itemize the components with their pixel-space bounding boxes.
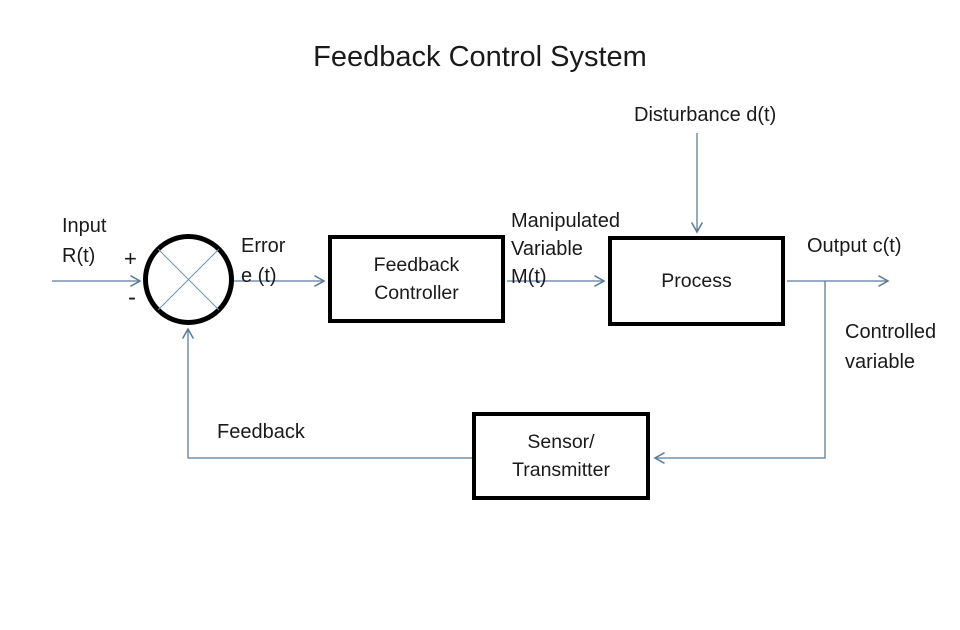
input-label-line1: Input bbox=[62, 215, 107, 237]
error-label: Error e (t) bbox=[241, 231, 285, 291]
manipulated-label-line2: Variable bbox=[511, 238, 583, 260]
disturbance-label: Disturbance d(t) bbox=[634, 104, 777, 126]
manipulated-variable-label: Manipulated Variable M(t) bbox=[511, 207, 620, 291]
output-label: Output c(t) bbox=[807, 235, 902, 257]
manipulated-label-line3: M(t) bbox=[511, 266, 547, 288]
process-block: Process bbox=[608, 236, 785, 326]
summing-junction bbox=[143, 234, 234, 325]
controlled-label-line2: variable bbox=[845, 351, 916, 373]
sensor-transmitter-block: Sensor/ Transmitter bbox=[472, 412, 650, 500]
feedback-controller-block: Feedback Controller bbox=[328, 235, 505, 323]
diagram-title: Feedback Control System bbox=[313, 41, 647, 73]
error-label-line2: e (t) bbox=[241, 265, 277, 287]
feedback-controller-label-line1: Feedback bbox=[373, 254, 460, 276]
sensor-label-line1: Sensor/ bbox=[527, 431, 595, 453]
feedback-return-line bbox=[181, 327, 472, 459]
error-label-line1: Error bbox=[241, 235, 286, 257]
input-label: Input R(t) bbox=[62, 211, 106, 271]
process-label: Process bbox=[661, 270, 732, 292]
feedback-branch-line bbox=[653, 281, 826, 465]
manipulated-label-line1: Manipulated bbox=[511, 210, 620, 232]
feedback-controller-label-line2: Controller bbox=[374, 282, 459, 304]
cross-icon bbox=[157, 248, 220, 311]
feedback-label: Feedback bbox=[217, 421, 305, 443]
sensor-label-line2: Transmitter bbox=[512, 459, 610, 481]
controlled-variable-label: Controlled variable bbox=[845, 317, 936, 377]
plus-sign: + bbox=[124, 246, 137, 271]
controlled-label-line1: Controlled bbox=[845, 321, 937, 343]
input-label-line2: R(t) bbox=[62, 245, 96, 267]
minus-sign: - bbox=[128, 284, 136, 311]
